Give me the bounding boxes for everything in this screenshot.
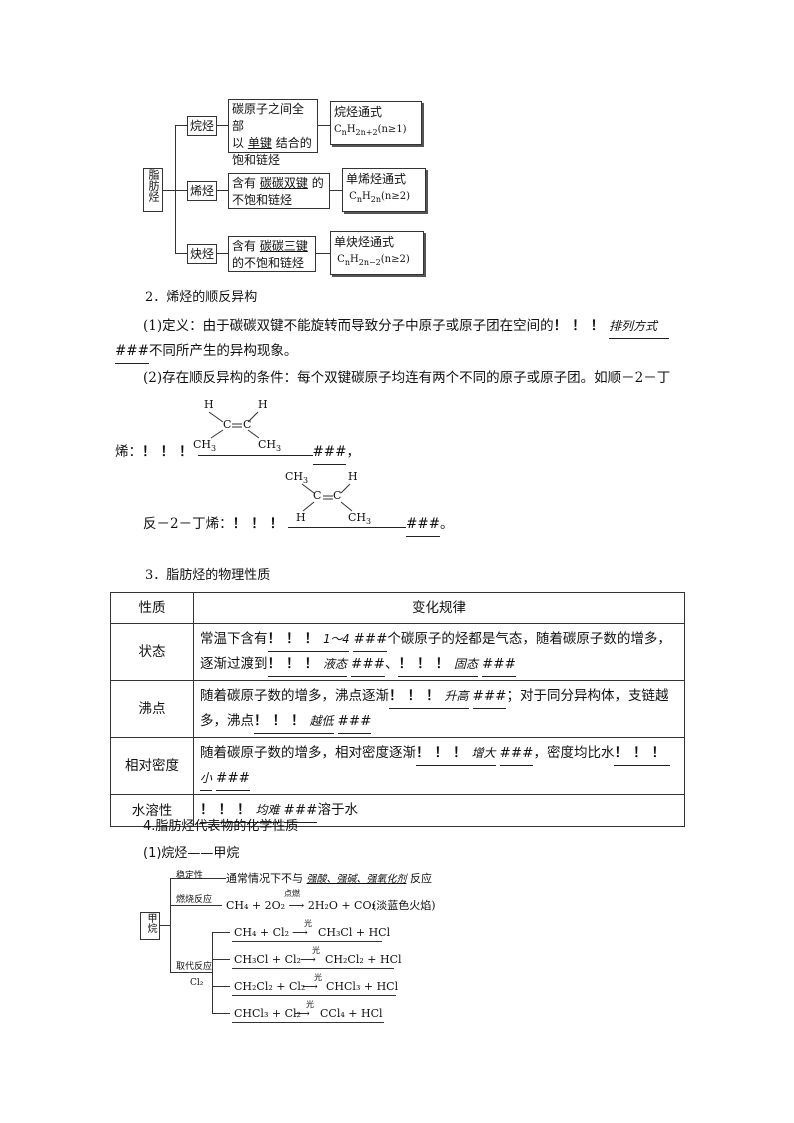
physical-properties-table: 性质 变化规律 状态 常温下含有！！！1～4###个碳原子的烃都是气态，随着碳原…	[110, 592, 685, 827]
connector	[318, 125, 330, 126]
header-property: 性质	[110, 592, 194, 624]
alkene-bond-answer: 碳碳双键	[259, 176, 308, 190]
alkane-formula-box: 烷烃通式 CnH2n+2(n≥1)	[330, 101, 422, 145]
row-rule: ！！！均难###溶于水	[193, 794, 685, 827]
combustion-equation: CH₄ + 2O₂ ⟶ 2H₂O + CO₂	[226, 899, 376, 912]
table-row: 沸点 随着碳原子数的增多，沸点逐渐！！！升高###；对于同分异构体，支链越 多，…	[110, 680, 685, 738]
substitution-label: 取代反应	[176, 962, 213, 972]
connector	[170, 878, 226, 879]
stability-line: 通常情况下不与 强酸、强碱、强氧化剂 反应	[226, 872, 432, 885]
connector	[330, 190, 342, 191]
section4-title: 4.脂肪烃代表物的化学性质	[143, 819, 299, 834]
alkane-desc-line3: 饱和链烃	[232, 153, 281, 167]
alkene-label: 烯烃	[190, 184, 215, 198]
connector	[175, 190, 187, 191]
substitution-reagent: Cl₂	[190, 978, 204, 988]
connector	[212, 986, 230, 987]
row-name: 相对密度	[110, 737, 194, 795]
trans-line: 反－2－丁烯：！！！###。	[143, 512, 454, 537]
section4-sub1: (1)烷烃——甲烷	[143, 846, 240, 861]
connector	[212, 932, 213, 1014]
connector	[217, 253, 228, 254]
blank-end: ###	[115, 339, 149, 364]
section3-title: 3．脂肪烃的物理性质	[145, 568, 271, 583]
condition-paragraph: (2)存在顺反异构的条件：每个双键碳原子均连有两个不同的原子或原子团。如顺－2－…	[143, 370, 671, 386]
trans-answer-blank	[288, 527, 407, 528]
connector	[217, 125, 228, 126]
header-rule: 变化规律	[193, 592, 685, 624]
aliphatic-root-box: 脂肪烃	[143, 168, 163, 212]
alkane-formula: CnH2n+2(n≥1)	[334, 124, 407, 137]
alkene-formula-box: 单烯烃通式 CnH2n(n≥2)	[342, 168, 426, 212]
alkene-formula: CnH2n(n≥2)	[346, 191, 410, 204]
connector	[316, 253, 330, 254]
alkyne-desc-line1: 含有 碳碳三键	[232, 239, 308, 253]
table-row: 水溶性 ！！！均难###溶于水	[110, 794, 685, 827]
connector	[217, 190, 228, 191]
row-name: 沸点	[110, 680, 194, 738]
alkene-label-box: 烯烃	[187, 181, 217, 201]
alkane-desc-box: 碳原子之间全部 以 单键 结合的 饱和链烃	[228, 99, 318, 167]
alkane-desc-line1: 碳原子之间全部	[232, 102, 305, 133]
connector	[170, 878, 171, 972]
alkyne-bond-answer: 碳碳三键	[259, 239, 308, 253]
alkane-formula-title: 烷烃通式	[334, 105, 383, 119]
connector	[160, 925, 170, 926]
trans-bonds	[301, 483, 353, 512]
row-name: 水溶性	[110, 794, 194, 827]
table-row: 状态 常温下含有！！！1～4###个碳原子的烃都是气态，随着碳原子数的增多， 逐…	[110, 623, 685, 681]
cis-bonds	[208, 411, 260, 439]
definition-paragraph: (1)定义：由于碳碳双键不能旋转而导致分子中原子或原子团在空间的！！！排列方式 …	[115, 314, 690, 364]
section2-title: 2．烯烃的顺反异构	[145, 290, 258, 305]
cis-line: 烯：！！！###，	[115, 440, 360, 465]
connector	[212, 932, 230, 933]
connector	[163, 190, 175, 191]
stability-label: 稳定性	[176, 871, 204, 881]
connector	[170, 905, 222, 906]
alkene-desc-box: 含有 碳碳双键 的 不饱和链烃	[228, 173, 330, 209]
alkyne-formula-box: 单炔烃通式 CnH2n−2(n≥2)	[330, 231, 424, 275]
row-name: 状态	[110, 623, 194, 681]
alkyne-formula: CnH2n−2(n≥2)	[334, 254, 410, 267]
table-header-row: 性质 变化规律	[110, 592, 685, 624]
alkyne-desc-box: 含有 碳碳三键 的不饱和链烃	[228, 236, 316, 272]
blank-marks: ！！！	[553, 318, 610, 334]
alkane-bond-answer: 单键	[247, 136, 272, 150]
connector	[175, 125, 176, 253]
alkene-desc-line2: 不饱和链烃	[232, 193, 293, 207]
alkyne-desc-line2: 的不饱和链烃	[232, 256, 305, 270]
alkyne-formula-title: 单炔烃通式	[334, 235, 395, 249]
connector	[175, 125, 187, 126]
methane-root-label: 甲烷	[145, 913, 156, 933]
cis-answer-blank	[197, 455, 313, 456]
combustion-label: 燃烧反应	[176, 895, 213, 905]
row-rule: 随着碳原子数的增多，沸点逐渐！！！升高###；对于同分异构体，支链越 多，沸点！…	[193, 680, 685, 738]
alkene-formula-title: 单烯烃通式	[346, 172, 407, 186]
connector	[170, 972, 212, 973]
aliphatic-root-label: 脂肪烃	[147, 169, 160, 202]
row-rule: 随着碳原子数的增多，相对密度逐渐！！！增大###，密度均比水！！！ 小###	[193, 737, 685, 795]
table-row: 相对密度 随着碳原子数的增多，相对密度逐渐！！！增大###，密度均比水！！！ 小…	[110, 737, 685, 795]
alkyne-label: 炔烃	[190, 247, 215, 261]
stability-answer: 强酸、强碱、强氧化剂	[306, 874, 407, 885]
alkene-desc-line1: 含有 碳碳双键 的	[232, 176, 324, 190]
combustion-note: (淡蓝色火焰)	[372, 899, 436, 912]
combustion-cond: 点燃	[284, 889, 300, 898]
connector	[212, 959, 230, 960]
alkane-label-box: 烷烃	[187, 116, 217, 136]
alkane-label: 烷烃	[190, 119, 215, 133]
alkane-desc-line2: 以 单键 结合的	[232, 136, 312, 150]
definition-answer: 排列方式	[609, 314, 670, 339]
connector	[175, 253, 187, 254]
connector	[212, 1013, 230, 1014]
alkyne-label-box: 炔烃	[187, 244, 217, 264]
methane-root-box: 甲烷	[140, 912, 160, 940]
row-rule: 常温下含有！！！1～4###个碳原子的烃都是气态，随着碳原子数的增多， 逐渐过渡…	[193, 623, 685, 681]
